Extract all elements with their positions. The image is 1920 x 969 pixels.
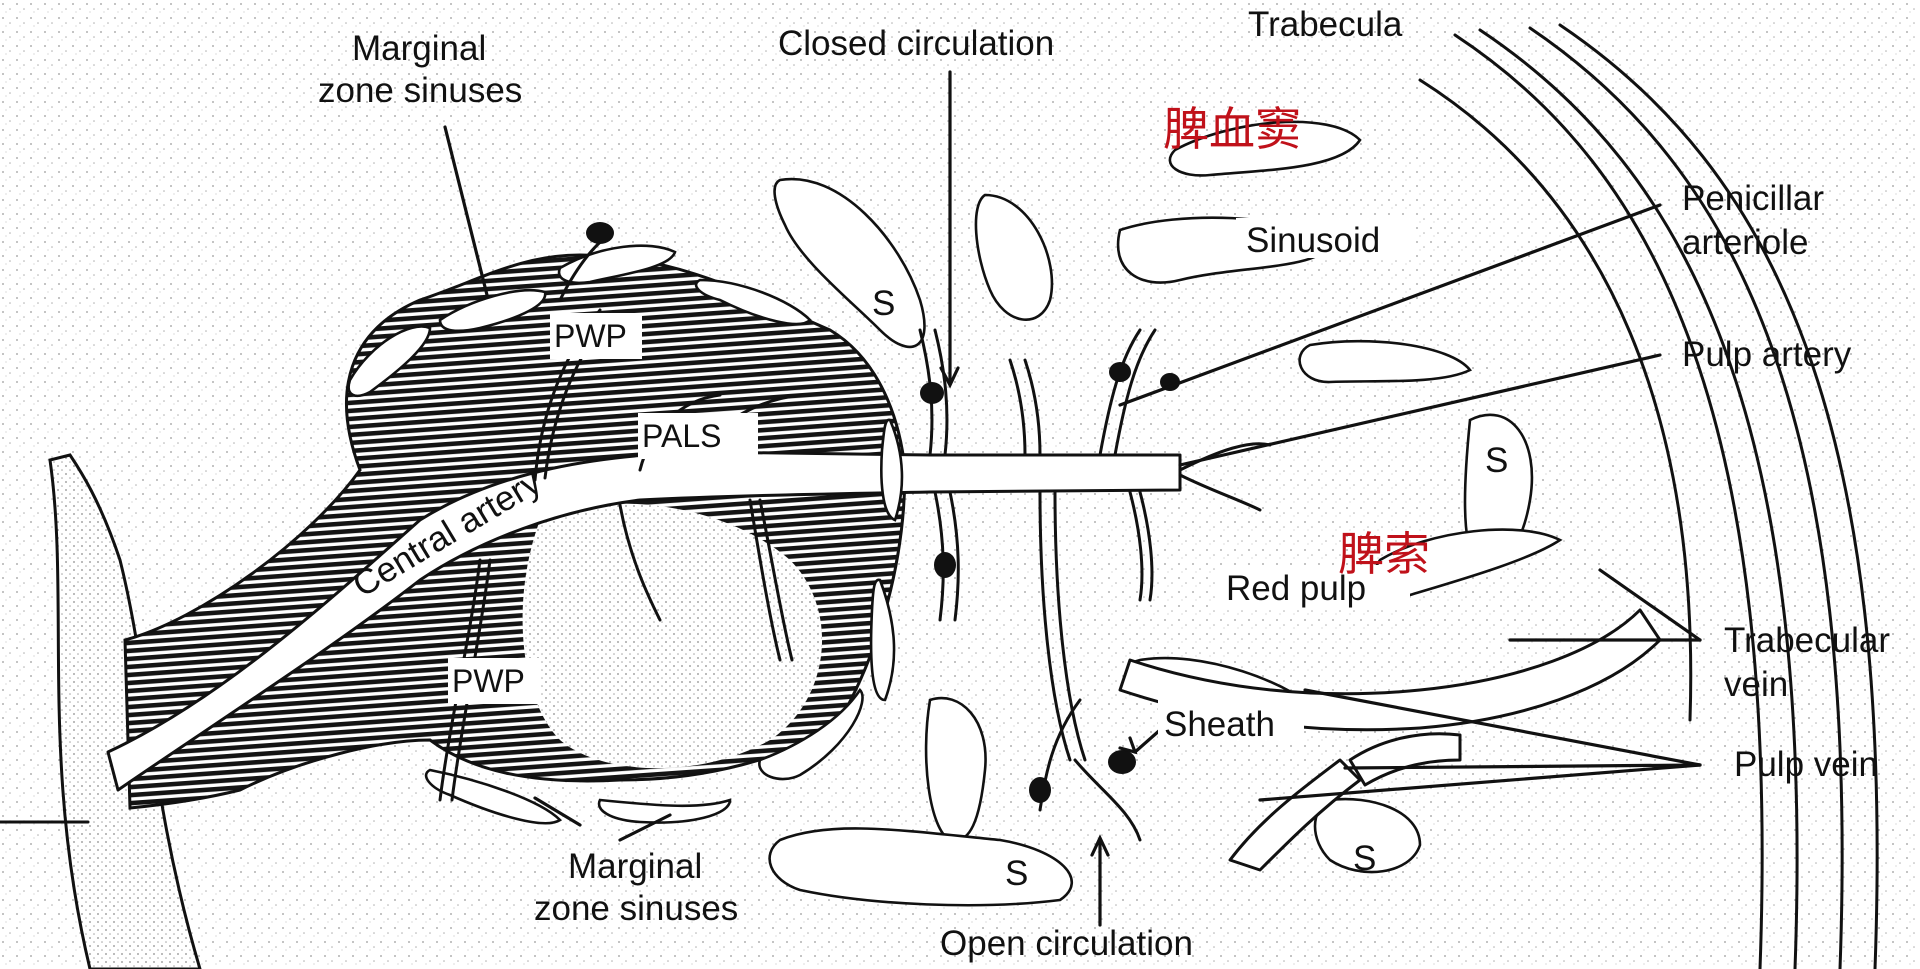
label-marginal-zone-top-1: Marginal [352, 29, 486, 68]
label-marginal-zone-top-2: zone sinuses [318, 71, 522, 110]
label-marginal-zone-bottom-2: zone sinuses [534, 889, 738, 928]
label-pals: PALS [642, 418, 721, 454]
label-pwp-top: PWP [554, 318, 627, 354]
label-trabecula: Trabecula [1248, 5, 1403, 44]
label-sheath: Sheath [1164, 705, 1275, 744]
label-trabecular-2: vein [1724, 665, 1788, 704]
label-red-pulp: Red pulp [1226, 569, 1366, 608]
label-marginal-zone-bottom-1: Marginal [568, 847, 702, 886]
label-s-4: S [1353, 839, 1376, 878]
label-s-3: S [1005, 854, 1028, 893]
label-penicillar-1: Penicillar [1682, 179, 1824, 218]
label-penicillar-2: arteriole [1682, 223, 1808, 262]
label-s-1: S [872, 284, 895, 323]
label-open-circulation: Open circulation [940, 924, 1193, 963]
label-pulp-artery: Pulp artery [1682, 335, 1852, 374]
label-splenic-sinus-cn: 脾血窦 [1163, 102, 1301, 156]
label-s-2: S [1485, 441, 1508, 480]
label-pulp-vein: Pulp vein [1734, 745, 1878, 784]
label-closed-circulation: Closed circulation [778, 24, 1054, 63]
label-sinusoid: Sinusoid [1246, 221, 1380, 260]
label-pwp-bottom: PWP [452, 663, 525, 699]
label-trabecular-1: Trabecular [1724, 621, 1890, 660]
